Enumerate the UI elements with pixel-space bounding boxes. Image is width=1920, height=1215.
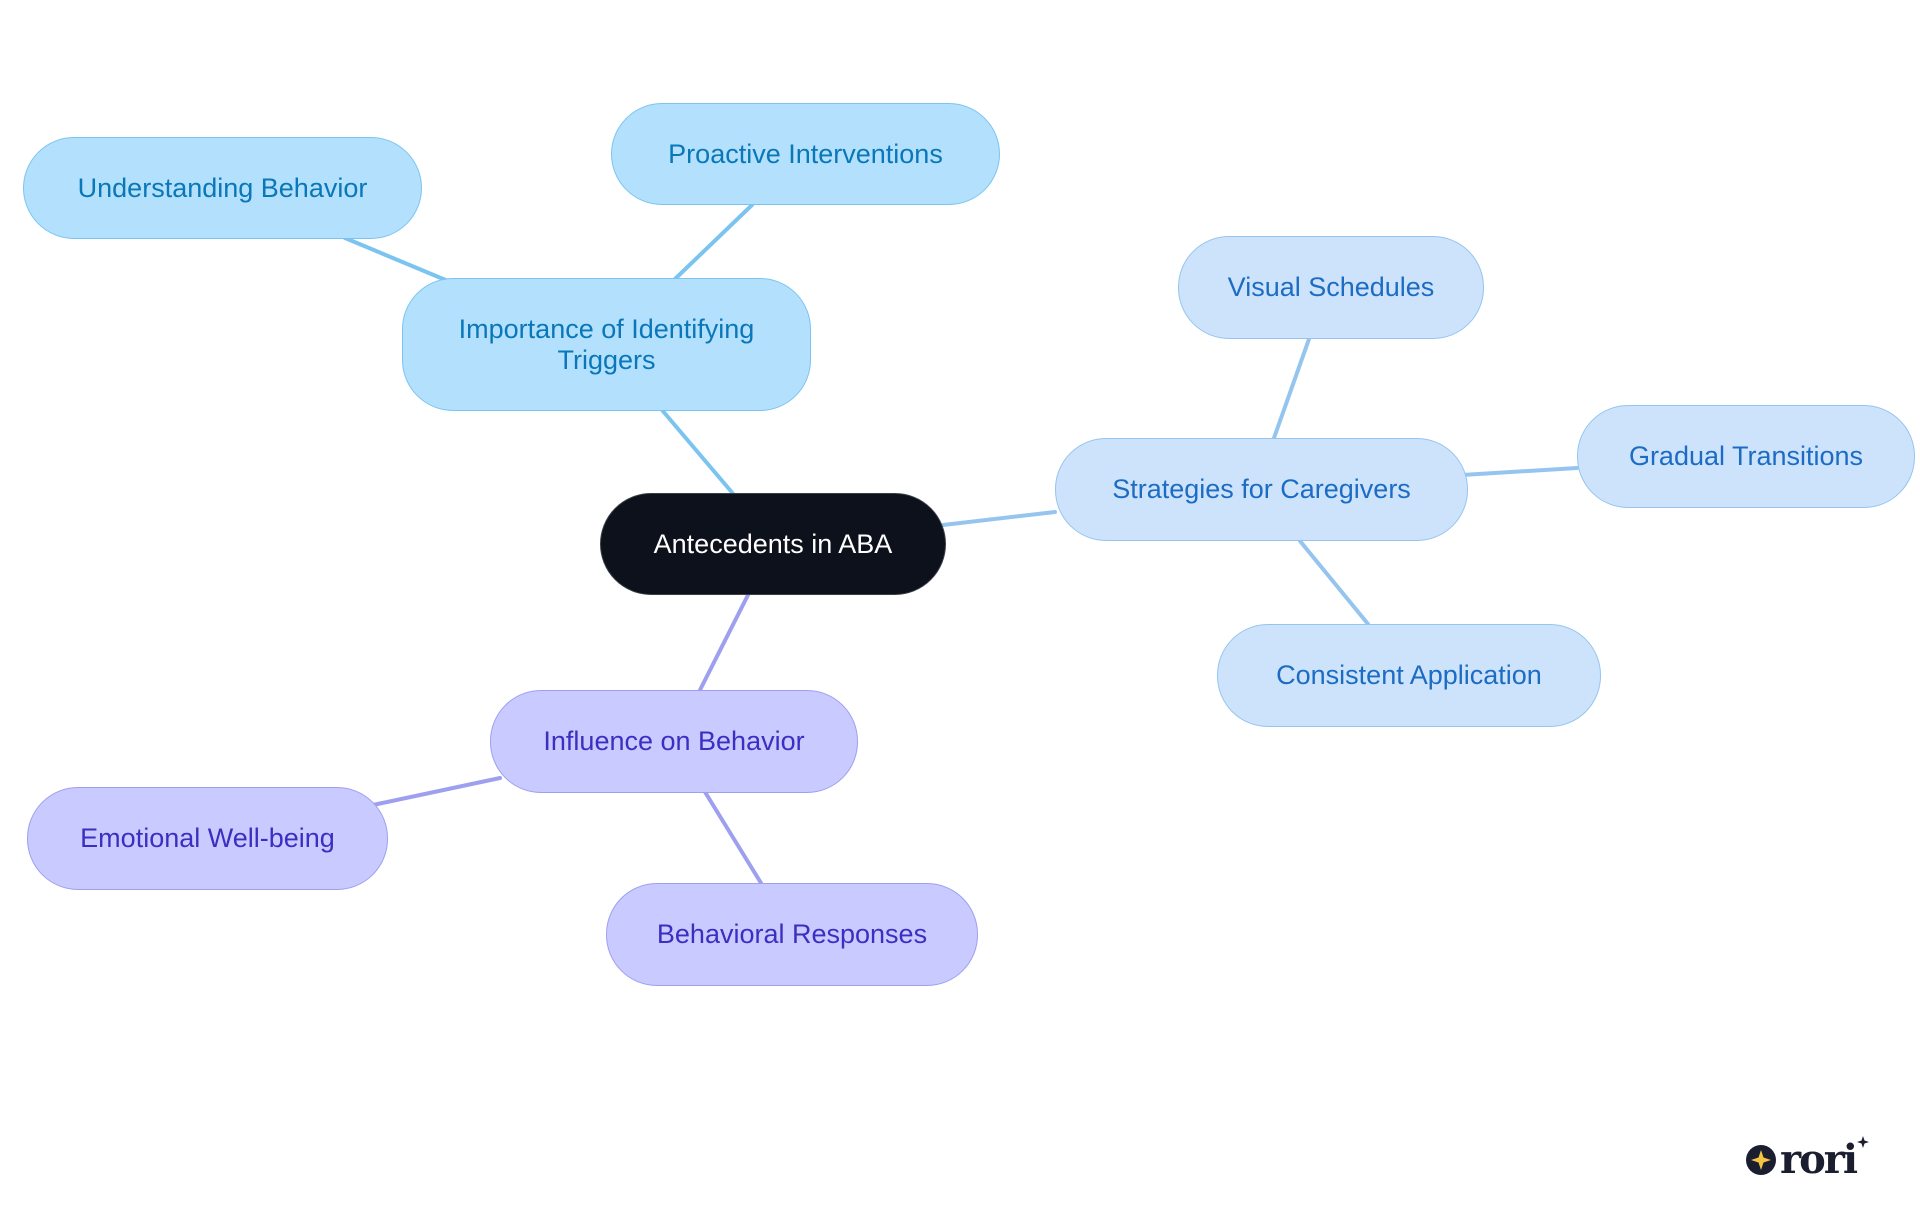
node-emotional-well-being: Emotional Well-being xyxy=(27,787,388,890)
node-gradual-transitions: Gradual Transitions xyxy=(1577,405,1915,508)
node-importance-of-identifying-triggers: Importance of Identifying Triggers xyxy=(402,278,811,411)
rori-logo: rori xyxy=(1746,1136,1869,1176)
edge-strategies-visual xyxy=(1272,337,1311,440)
edge-influence-behavioral xyxy=(703,790,763,885)
edge-root-strategies xyxy=(941,510,1057,527)
node-consistent-application: Consistent Application xyxy=(1217,624,1601,727)
node-visual-schedules: Visual Schedules xyxy=(1178,236,1484,339)
root-node: Antecedents in ABA xyxy=(600,493,946,595)
edge-root-influence xyxy=(698,593,750,692)
edge-root-triggers xyxy=(660,408,737,498)
node-influence-on-behavior: Influence on Behavior xyxy=(490,690,858,793)
logo-wordmark: rori xyxy=(1780,1136,1858,1176)
node-behavioral-responses: Behavioral Responses xyxy=(606,883,978,986)
node-strategies-for-caregivers: Strategies for Caregivers xyxy=(1055,438,1468,541)
edge-strategies-consistent xyxy=(1298,539,1370,626)
node-understanding-behavior: Understanding Behavior xyxy=(23,137,422,239)
edge-influence-emotional xyxy=(371,776,502,807)
edge-strategies-gradual xyxy=(1460,466,1579,477)
node-proactive-interventions: Proactive Interventions xyxy=(611,103,1000,205)
edge-triggers-proactive xyxy=(673,203,754,281)
edge-triggers-understanding xyxy=(343,236,450,283)
